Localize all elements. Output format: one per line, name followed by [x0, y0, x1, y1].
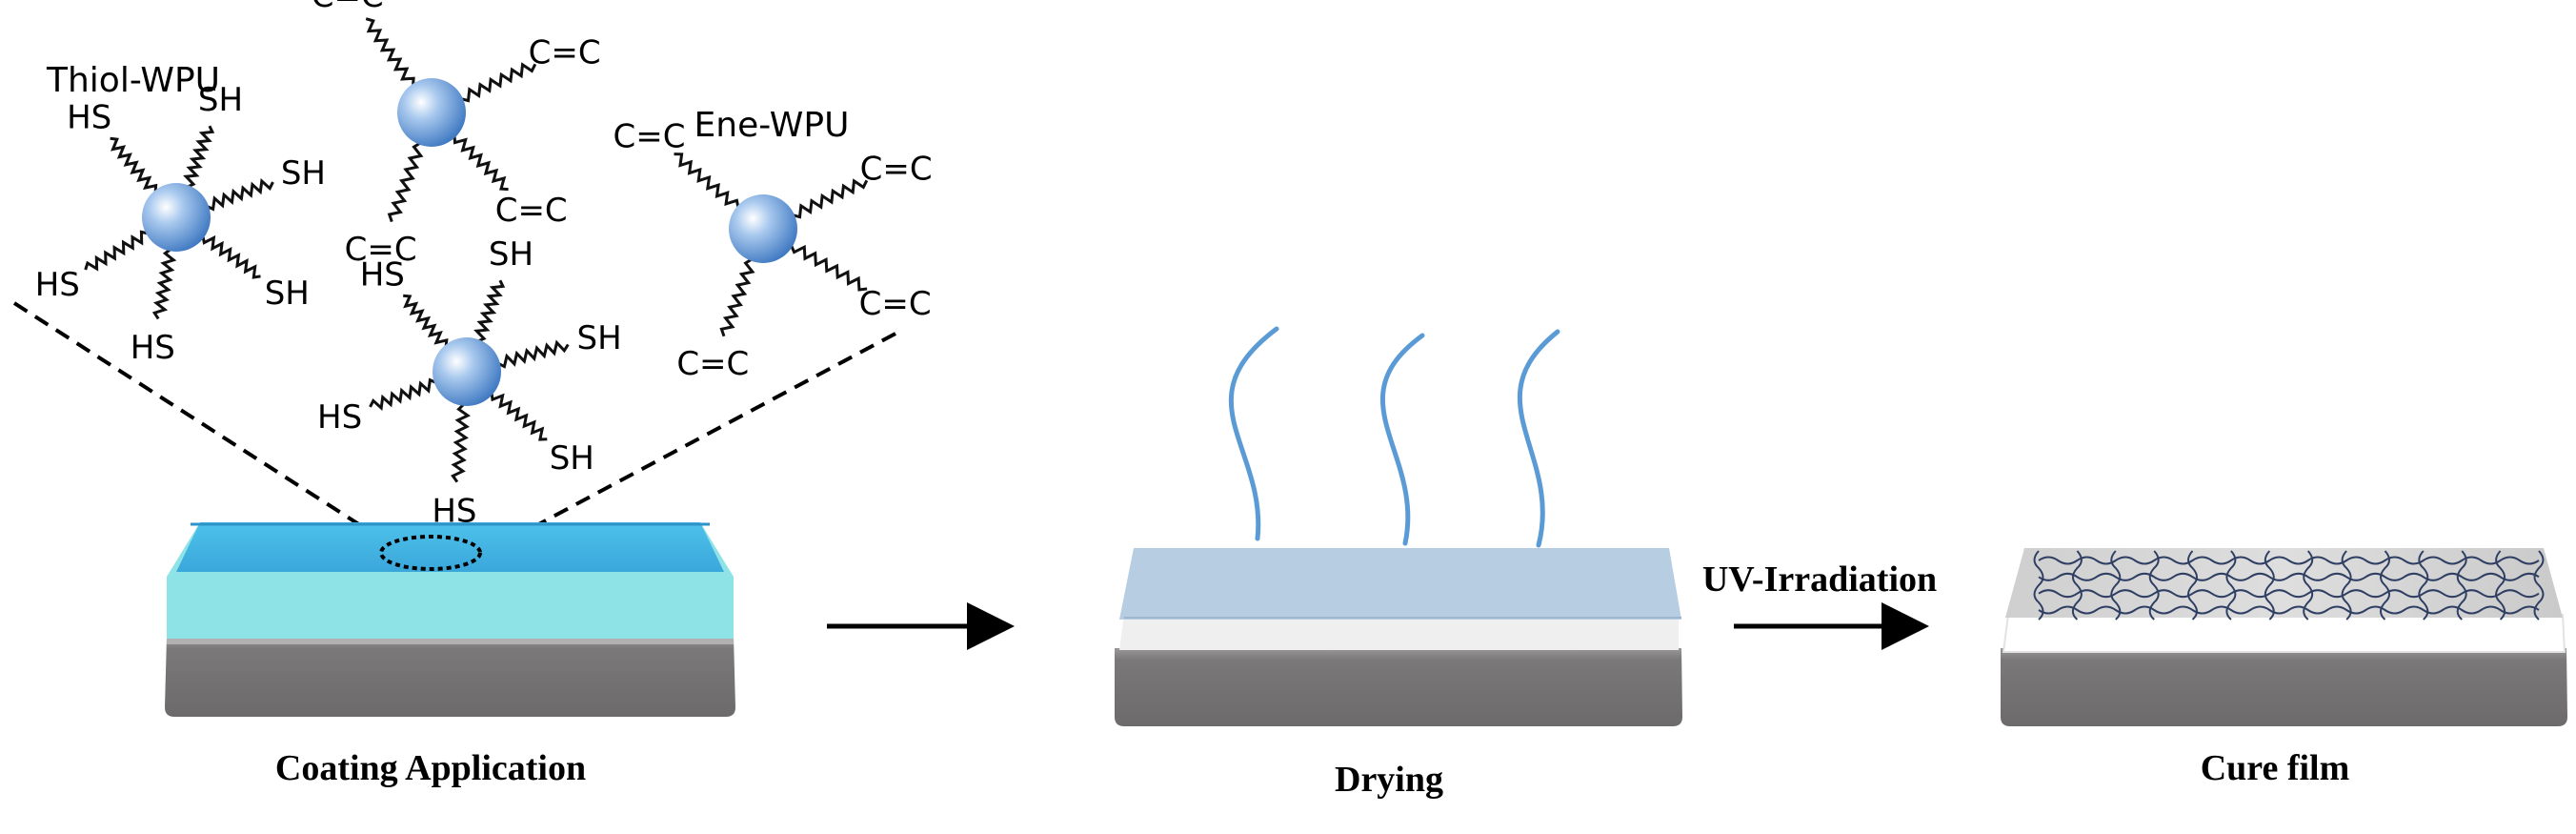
molecule-arm: [84, 230, 149, 272]
functional-group-label: SH: [281, 154, 326, 193]
network-crosslink: [2456, 550, 2467, 620]
cure-substrate: [2001, 648, 2567, 726]
network-strand: [2038, 572, 2540, 581]
molecule-arm: [460, 62, 537, 103]
network-crosslink: [2187, 550, 2198, 620]
coating-substrate: [165, 637, 735, 717]
molecule-arm: [719, 257, 755, 337]
molecule-arm: [674, 153, 740, 209]
polymer-particle: [397, 78, 466, 147]
molecule-arm: [473, 279, 506, 343]
coating-application-label: Coating Application: [275, 748, 586, 788]
functional-group-label: SH: [198, 81, 243, 119]
functional-group-label: SH: [265, 275, 310, 313]
functional-group-label: C=C: [345, 231, 417, 269]
functional-group-label: HS: [131, 329, 175, 367]
drying-substrate: [1115, 648, 1682, 726]
functional-group-label: C=C: [495, 192, 568, 230]
zoom-ellipse: [379, 535, 482, 571]
molecule-arm: [110, 136, 158, 193]
network-crosslink: [2110, 550, 2122, 620]
functional-group-label: HS: [432, 492, 476, 530]
network-crosslink: [2033, 550, 2044, 620]
ene-wpu-label: Ene-WPU: [694, 106, 850, 145]
network-crosslink: [2341, 550, 2352, 620]
drying-label: Drying: [1335, 760, 1443, 800]
functional-group-label: SH: [550, 439, 594, 478]
molecule-arm: [365, 17, 415, 87]
thiol-wpu-center: HS SH SH SH HS HS: [317, 235, 622, 530]
network-crosslink: [2264, 550, 2275, 620]
network-crosslink: [2148, 550, 2160, 620]
functional-group-label: C=C: [312, 0, 384, 15]
network-crosslink: [2418, 550, 2429, 620]
molecule-arm: [151, 248, 177, 320]
molecule-arm: [790, 244, 868, 292]
polymer-particle: [433, 337, 501, 406]
ene-wpu-right: C=C C=C C=C C=C: [614, 117, 933, 383]
drying-film: [1119, 548, 1681, 650]
molecule-arm: [201, 234, 261, 279]
functional-group-label: HS: [67, 98, 111, 136]
functional-group-label: C=C: [860, 151, 933, 189]
functional-group-label: C=C: [529, 34, 601, 72]
polymer-network: [2033, 550, 2545, 620]
network-strand: [2038, 589, 2540, 599]
coating-liquid: [167, 522, 734, 639]
cure-film-label: Cure film: [2201, 748, 2350, 788]
network-crosslink: [2071, 550, 2083, 620]
polymer-particle: [729, 194, 797, 263]
molecules: HSSHSHSHHSHSC=CC=CC=CC=CHSSHSHSHHSHSC=CC…: [35, 0, 933, 530]
molecule-arm: [792, 178, 869, 219]
molecule-arm: [497, 339, 570, 369]
zoom-lines: [12, 301, 896, 559]
thiol-wpu-left: HS SH SH SH HS HS: [35, 81, 326, 367]
network-crosslink: [2533, 550, 2545, 620]
functional-group-label: SH: [577, 319, 622, 357]
molecule-arm: [490, 392, 548, 441]
functional-group-label: SH: [489, 235, 533, 274]
molecule-arm: [206, 177, 274, 212]
polymer-particle: [142, 183, 211, 252]
cure-film: [2002, 548, 2566, 653]
network-crosslink: [2380, 550, 2390, 620]
functional-group-label: HS: [317, 398, 362, 437]
vapor-lines: [1228, 326, 1560, 548]
functional-group-label: C=C: [614, 117, 686, 155]
network-crosslink: [2495, 550, 2506, 620]
molecule-arm: [451, 402, 471, 483]
functional-group-label: C=C: [676, 345, 749, 383]
molecule-arm: [387, 141, 424, 223]
molecule-arm: [369, 377, 437, 412]
network-crosslink: [2303, 550, 2314, 620]
molecule-arm: [453, 134, 509, 192]
network-strand: [2038, 556, 2540, 565]
network-crosslink: [2225, 550, 2237, 620]
uv-irradiation-label: UV-Irradiation: [1702, 559, 1937, 600]
functional-group-label: HS: [35, 266, 80, 304]
molecule-arm: [183, 125, 215, 189]
functional-group-label: HS: [360, 255, 405, 294]
thiol-wpu-label: Thiol-WPU: [46, 61, 220, 100]
ene-wpu-top: C=C C=C C=C C=C: [312, 0, 601, 269]
functional-group-label: C=C: [859, 285, 932, 323]
network-strand: [2038, 605, 2540, 615]
molecule-arm: [403, 294, 449, 348]
